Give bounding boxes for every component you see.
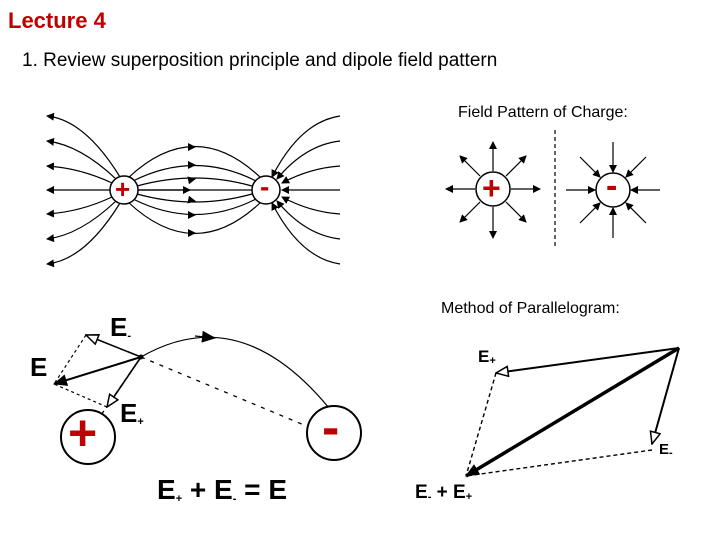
label-e-plus: E+	[120, 398, 144, 428]
parallelogram-vectors	[465, 346, 680, 478]
single-negative-charge	[595, 172, 631, 208]
pattern-positive-sign: +	[482, 170, 501, 206]
slide-subtitle: 1. Review superposition principle and di…	[22, 50, 498, 71]
parallelogram-equation: E- + E+	[415, 482, 473, 503]
label-e-minus: E-	[110, 312, 132, 342]
parallelogram-e-minus: E-	[659, 441, 673, 459]
superposition-equation: E+ + E- = E	[157, 474, 288, 505]
label-e-total: E	[30, 352, 48, 382]
superposition-negative-sign: -	[322, 399, 340, 457]
dipole-negative-sign: -	[260, 171, 270, 202]
dipole-positive-sign: +	[115, 174, 131, 204]
field-pattern-label: Field Pattern of Charge:	[458, 104, 628, 121]
lecture-title: Lecture 4	[8, 8, 106, 33]
superposition-positive-charge	[60, 409, 116, 465]
parallelogram-label: Method of Parallelogram:	[441, 300, 620, 317]
pattern-negative-sign: -	[606, 167, 618, 205]
dipole-field-lines	[46, 112, 341, 268]
field-point	[138, 354, 144, 360]
superposition-vectors	[53, 330, 330, 435]
negative-charge-radial-arrows	[566, 142, 660, 238]
superposition-negative-charge	[306, 405, 362, 461]
positive-charge-radial-arrows	[445, 141, 541, 239]
parallelogram-e-plus: E+	[478, 347, 496, 367]
dipole-positive-charge	[109, 175, 139, 205]
dipole-negative-charge	[251, 175, 281, 205]
superposition-positive-sign: +	[68, 405, 98, 461]
single-positive-charge	[475, 171, 511, 207]
